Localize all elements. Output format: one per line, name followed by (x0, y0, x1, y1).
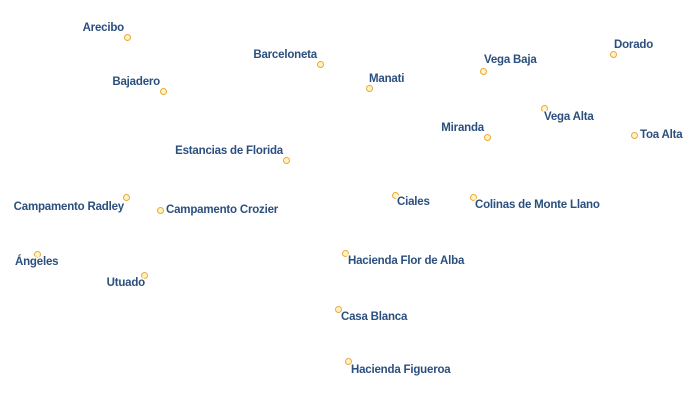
place-marker[interactable] (483, 133, 491, 141)
place-label: Vega Baja (484, 54, 537, 66)
place-label: Dorado (614, 39, 654, 51)
place-label: Colinas de Monte Llano (475, 199, 600, 211)
place-label: Toa Alta (640, 129, 683, 141)
place-label: Manati (369, 73, 405, 85)
place-label: Ciales (397, 196, 430, 208)
place-label: Vega Alta (544, 111, 594, 123)
place-marker[interactable] (391, 191, 399, 199)
place-marker[interactable] (33, 250, 41, 258)
place-marker[interactable] (344, 357, 352, 365)
place-label: Arecibo (82, 22, 125, 34)
place-label: Hacienda Flor de Alba (348, 255, 465, 267)
place-label: Casa Blanca (341, 311, 408, 323)
place-label: Estancias de Florida (175, 145, 283, 157)
place-marker[interactable] (156, 206, 164, 214)
place-marker[interactable] (316, 60, 324, 68)
place-marker[interactable] (365, 84, 373, 92)
place-label: Barceloneta (253, 49, 317, 61)
place-label: Utuado (106, 277, 146, 289)
place-marker[interactable] (159, 87, 167, 95)
place-marker[interactable] (341, 249, 349, 257)
place-marker[interactable] (609, 50, 617, 58)
place-label: Ángeles (15, 256, 59, 268)
place-marker[interactable] (334, 305, 342, 313)
place-label: Bajadero (112, 76, 160, 88)
place-label: Campamento Crozier (166, 204, 279, 216)
place-marker[interactable] (479, 67, 487, 75)
place-marker[interactable] (122, 193, 130, 201)
place-marker[interactable] (140, 271, 148, 279)
place-label: Campamento Radley (13, 201, 125, 213)
place-marker[interactable] (123, 33, 131, 41)
place-marker[interactable] (540, 104, 548, 112)
place-label: Hacienda Figueroa (351, 364, 451, 376)
place-marker[interactable] (469, 193, 477, 201)
place-marker[interactable] (282, 156, 290, 164)
place-marker[interactable] (630, 131, 638, 139)
place-label: Miranda (441, 122, 484, 134)
